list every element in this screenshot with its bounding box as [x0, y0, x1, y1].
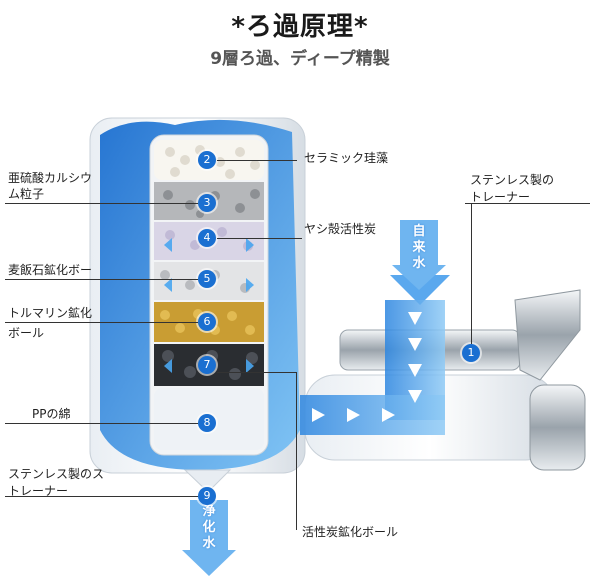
layer-badge-8: 8	[198, 414, 216, 432]
purified-water-label: 浄化水	[202, 504, 216, 551]
label-carbon-mineral-ball: 活性炭鉱化ボール	[302, 525, 399, 539]
label-calcium-line1: 亜硫酸カルシウ	[8, 171, 93, 185]
label-steel-strainer-bottom-line2: トレーナー	[8, 484, 69, 498]
leader-line-1-vert	[471, 203, 472, 344]
label-pp-cotton: PPの綿	[32, 407, 71, 421]
leader-line-9	[5, 496, 198, 497]
strainer-badge-1: 1	[462, 344, 480, 362]
leader-line-2	[217, 160, 297, 161]
leader-line-7-vert	[296, 372, 297, 530]
layer-badge-6: 6	[198, 313, 216, 331]
page-subtitle: 9層ろ過、ディープ精製	[210, 49, 390, 69]
leader-line-6	[5, 322, 198, 323]
label-coconut-carbon: ヤシ殻活性炭	[304, 222, 377, 236]
label-calcium-line2: ム粒子	[8, 187, 45, 201]
label-maifan-stone: 麦飯石鉱化ボー	[8, 263, 93, 277]
leader-line-8	[5, 423, 198, 424]
layer-badge-2: 2	[198, 151, 216, 169]
leader-line-3	[5, 203, 198, 204]
tap-water-label: 自来水	[412, 224, 426, 271]
layer-badge-4: 4	[198, 229, 216, 247]
page-title: *ろ過原理*	[231, 12, 369, 42]
label-steel-strainer-bottom-line1: ステンレス製のス	[8, 467, 105, 481]
leader-line-5	[5, 279, 198, 280]
layer-badge-3: 3	[198, 194, 216, 212]
label-steel-strainer-right-line2: トレーナー	[470, 190, 531, 204]
layer-badge-9: 9	[198, 487, 216, 505]
layer-badge-7: 7	[198, 356, 216, 374]
label-tourmaline-line1: トルマリン鉱化	[8, 306, 93, 320]
leader-line-7-horz	[217, 372, 297, 373]
label-ceramic: セラミック珪藻	[304, 151, 389, 165]
label-steel-strainer-right-line1: ステンレス製の	[470, 173, 555, 187]
leader-line-4	[217, 238, 302, 239]
leader-line-1-top	[465, 203, 590, 204]
layer-badge-5: 5	[198, 270, 216, 288]
label-tourmaline-line2: ボール	[8, 326, 45, 340]
